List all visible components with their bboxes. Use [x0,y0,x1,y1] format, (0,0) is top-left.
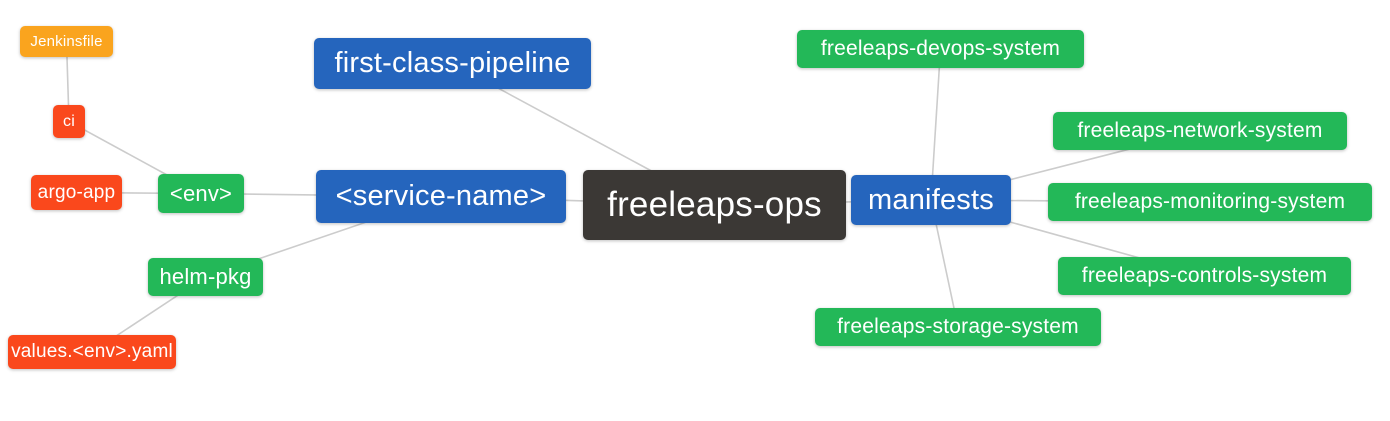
node-freeleaps-monitoring-system[interactable]: freeleaps-monitoring-system [1048,183,1372,221]
node-helm-pkg[interactable]: helm-pkg [148,258,263,296]
node-freeleaps-ops[interactable]: freeleaps-ops [583,170,846,240]
node-values-env-yaml[interactable]: values.<env>.yaml [8,335,176,369]
node-env[interactable]: <env> [158,174,244,213]
node-jenkinsfile[interactable]: Jenkinsfile [20,26,113,57]
edge-manifests-to-freeleaps-devops-system [930,48,942,201]
node-freeleaps-controls-system[interactable]: freeleaps-controls-system [1058,257,1351,295]
node-manifests[interactable]: manifests [851,175,1011,225]
node-freeleaps-network-system[interactable]: freeleaps-network-system [1053,112,1347,150]
node-freeleaps-storage-system[interactable]: freeleaps-storage-system [815,308,1101,346]
node-service-name[interactable]: <service-name> [316,170,566,223]
node-freeleaps-devops-system[interactable]: freeleaps-devops-system [797,30,1084,68]
node-argo-app[interactable]: argo-app [31,175,122,210]
node-ci[interactable]: ci [53,105,85,138]
node-first-class-pipeline[interactable]: first-class-pipeline [314,38,591,89]
